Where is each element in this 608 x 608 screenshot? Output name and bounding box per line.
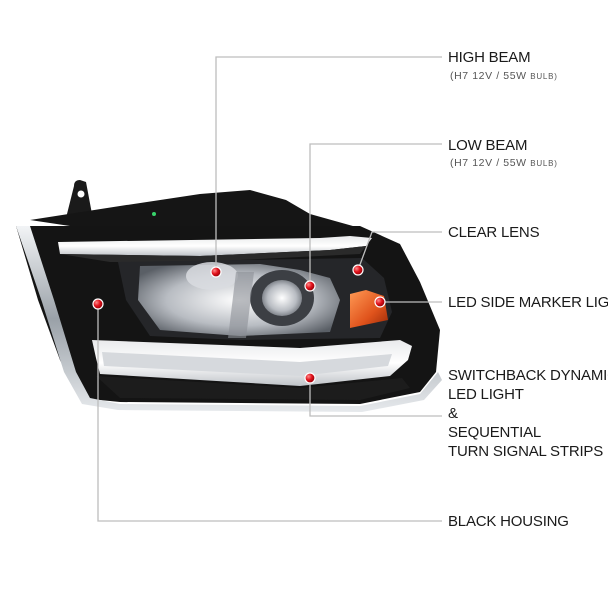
led-side-marker-label: LED SIDE MARKER LIGHT (448, 294, 608, 311)
low-beam-spec-text: (H7 12V / 55W (450, 157, 527, 169)
callout-dot-housing (92, 298, 104, 310)
upper-strip-shadow (60, 246, 366, 262)
high-beam-bulb-reflector (186, 262, 238, 290)
switchback-line-1: SWITCHBACK DYNAMIC (448, 367, 608, 384)
mounting-tab (66, 180, 92, 218)
upper-led-strip (58, 236, 372, 256)
switchback-line-4: SEQUENTIAL (448, 424, 542, 441)
clear-lens-label: CLEAR LENS (448, 224, 540, 241)
mounting-hole (77, 190, 85, 198)
switchback-line-3: & (448, 405, 458, 422)
indicator-led (152, 212, 156, 216)
switchback-line-2: LED LIGHT (448, 386, 524, 403)
low-beam-label: LOW BEAM (448, 137, 528, 154)
callout-dot-clear-lens (352, 264, 364, 276)
leader-line-switchback (309, 378, 442, 417)
leader-line-housing (97, 304, 442, 522)
leader-line-low-beam (309, 143, 442, 286)
leader-line-clear-lens (357, 231, 442, 271)
low-beam-spec: (H7 12V / 55W BULB) (450, 157, 558, 169)
projector-lens (262, 280, 302, 316)
high-beam-label: HIGH BEAM (448, 49, 531, 66)
housing-bottom-lip (96, 376, 410, 400)
leader-line-high-beam (215, 56, 442, 272)
high-beam-spec-text: (H7 12V / 55W (450, 70, 527, 82)
high-beam-spec: (H7 12V / 55W BULB) (450, 70, 558, 82)
switchback-line-5: TURN SIGNAL STRIPS (448, 443, 604, 460)
callout-dot-side-marker (374, 296, 386, 308)
high-beam-spec-bulb: BULB) (530, 72, 558, 81)
black-housing-label: BLACK HOUSING (448, 513, 569, 530)
low-beam-spec-bulb: BULB) (530, 159, 558, 168)
callout-dot-low-beam (304, 280, 316, 292)
lower-strip-inner (102, 352, 392, 376)
cavity-inner-frame (228, 272, 254, 338)
callout-dot-switchback (304, 372, 316, 384)
switchback-label: SWITCHBACK DYNAMIC LED LIGHT & SEQUENTIA… (448, 366, 608, 461)
callout-dot-high-beam (210, 266, 222, 278)
